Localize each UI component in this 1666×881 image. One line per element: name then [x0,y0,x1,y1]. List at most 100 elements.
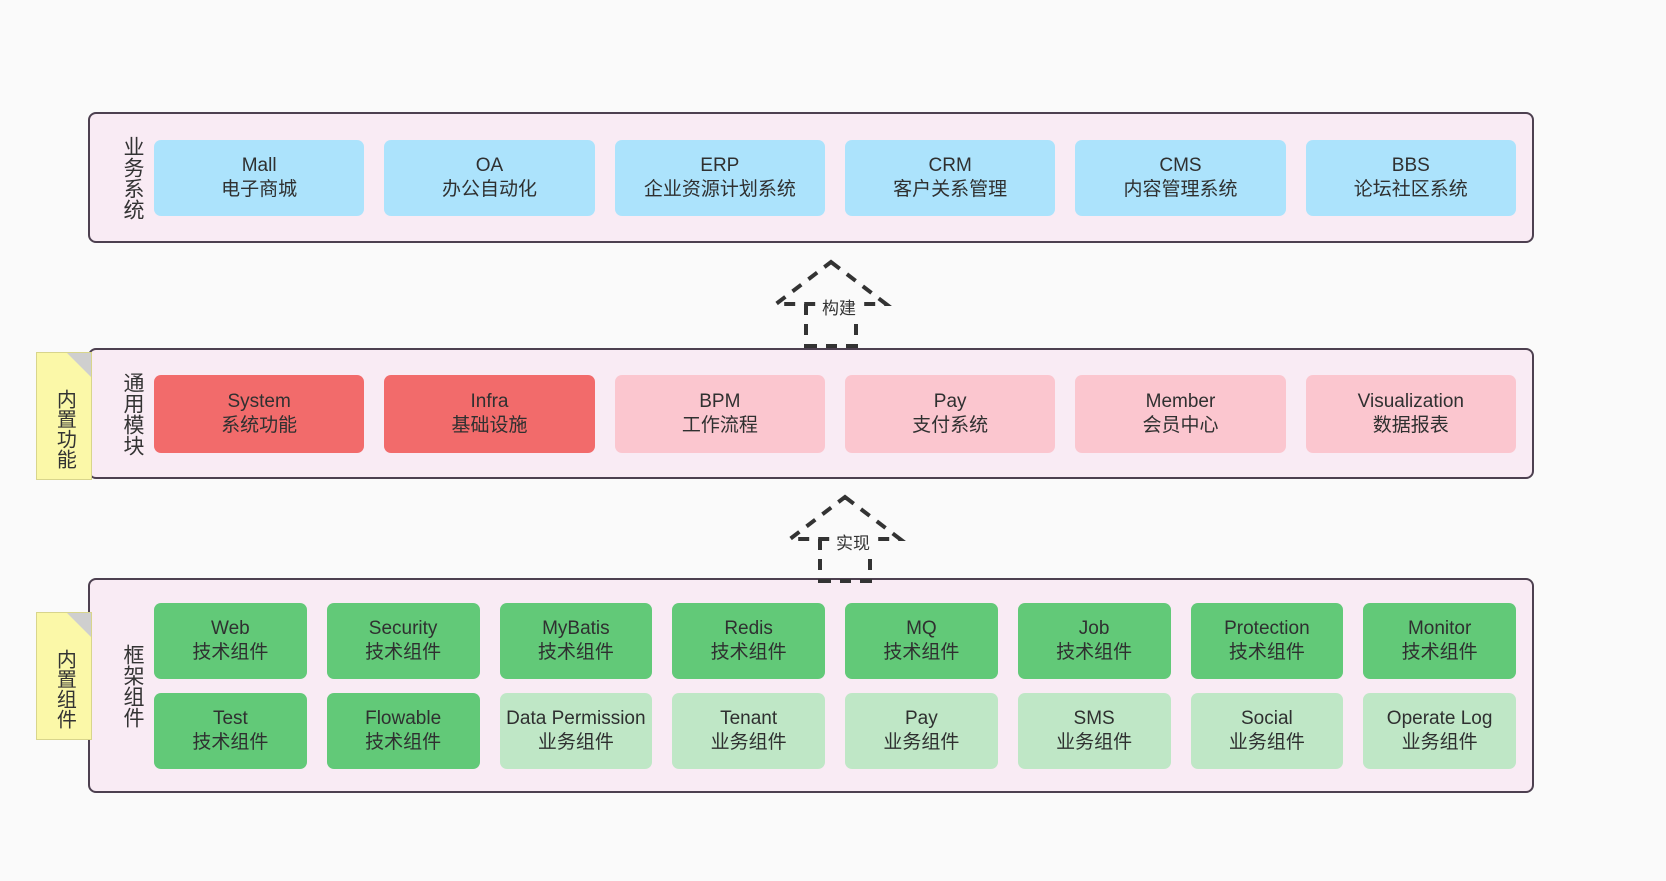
node-monitor-subtitle: 技术组件 [1401,641,1478,663]
node-member[interactable]: Member 会员中心 [1075,374,1286,453]
node-tenant-title: Tenant [720,708,778,730]
node-job-subtitle: 技术组件 [1056,641,1133,663]
layer-common-module-body: System 系统功能 Infra 基础设施 BPM 工作流程 Pay 支付系统… [150,374,1532,453]
node-flowable[interactable]: Flowable 技术组件 [326,692,480,769]
layer-framework-component-row-tech: Web 技术组件 Security 技术组件 MyBatis 技术组件 Redi… [154,602,1516,679]
node-oa[interactable]: OA 办公自动化 [384,139,595,216]
node-visualization[interactable]: Visualization 数据报表 [1305,374,1516,453]
layer-business-system-row: Mall 电子商城 OA 办公自动化 ERP 企业资源计划系统 CRM 客户关系… [154,139,1516,216]
node-tenant[interactable]: Tenant 业务组件 [672,692,825,769]
node-social-subtitle: 业务组件 [1228,731,1305,753]
node-test-subtitle: 技术组件 [192,731,269,753]
layer-common-module-label: 通用模块 [121,371,144,456]
layer-framework-component-row-business: Test 技术组件 Flowable 技术组件 Data Permission … [154,692,1516,769]
node-web[interactable]: Web 技术组件 [154,602,307,679]
node-mybatis-title: MyBatis [542,618,610,640]
node-test-title: Test [212,708,248,730]
node-flowable-title: Flowable [365,708,442,730]
note-fold-icon [67,353,91,377]
node-oa-subtitle: 办公自动化 [441,178,537,200]
node-mall[interactable]: Mall 电子商城 [154,139,365,216]
node-social[interactable]: Social 业务组件 [1190,692,1344,769]
node-security-subtitle: 技术组件 [365,641,442,663]
node-visualization-subtitle: 数据报表 [1372,414,1449,436]
node-bpm-title: BPM [699,391,741,413]
node-mybatis-subtitle: 技术组件 [537,641,614,663]
node-member-subtitle: 会员中心 [1142,414,1219,436]
node-job[interactable]: Job 技术组件 [1017,602,1171,679]
node-sms-subtitle: 业务组件 [1056,731,1133,753]
node-redis[interactable]: Redis 技术组件 [672,602,825,679]
note-builtin-component: 内置组件 [36,612,92,740]
node-sms-title: SMS [1073,708,1115,730]
node-pay-module-title: Pay [933,391,967,413]
node-mq-title: MQ [906,618,937,640]
node-flowable-subtitle: 技术组件 [365,731,442,753]
node-bpm[interactable]: BPM 工作流程 [614,374,825,453]
node-infra[interactable]: Infra 基础设施 [384,374,595,453]
node-erp-subtitle: 企业资源计划系统 [643,178,796,200]
node-social-title: Social [1241,708,1293,730]
node-protection-title: Protection [1224,618,1310,640]
node-job-title: Job [1078,618,1110,640]
node-cms-title: CMS [1159,155,1202,177]
node-oa-title: OA [475,155,504,177]
node-pay-component-subtitle: 业务组件 [883,731,960,753]
node-crm-title: CRM [928,155,972,177]
node-tenant-subtitle: 业务组件 [710,731,787,753]
node-sms[interactable]: SMS 业务组件 [1017,692,1171,769]
note-builtin-function-label: 内置功能 [53,389,76,469]
node-crm[interactable]: CRM 客户关系管理 [844,139,1056,216]
node-monitor-title: Monitor [1407,618,1472,640]
node-redis-subtitle: 技术组件 [710,641,787,663]
node-crm-subtitle: 客户关系管理 [893,178,1008,200]
node-security[interactable]: Security 技术组件 [326,602,480,679]
node-protection[interactable]: Protection 技术组件 [1190,602,1344,679]
node-mybatis[interactable]: MyBatis 技术组件 [499,602,653,679]
layer-business-system-label: 业务系统 [121,135,144,220]
node-test[interactable]: Test 技术组件 [154,692,307,769]
node-bpm-subtitle: 工作流程 [681,414,758,436]
node-pay-component[interactable]: Pay 业务组件 [845,692,998,769]
node-protection-subtitle: 技术组件 [1228,641,1305,663]
node-infra-title: Infra [470,391,509,413]
note-builtin-function: 内置功能 [36,352,92,480]
node-infra-subtitle: 基础设施 [451,414,528,436]
connector-implement-label: 实现 [834,529,872,554]
node-erp[interactable]: ERP 企业资源计划系统 [614,139,825,216]
node-bbs[interactable]: BBS 论坛社区系统 [1305,139,1516,216]
connector-implement: 实现 [770,493,920,583]
connector-build-label: 构建 [820,294,858,319]
note-fold-icon [67,613,91,637]
layer-common-module-row: System 系统功能 Infra 基础设施 BPM 工作流程 Pay 支付系统… [154,374,1516,453]
connector-build: 构建 [756,258,906,348]
node-system-subtitle: 系统功能 [221,414,298,436]
node-cms-subtitle: 内容管理系统 [1123,178,1238,200]
node-operate-log-subtitle: 业务组件 [1401,731,1478,753]
node-mall-subtitle: 电子商城 [221,178,298,200]
node-bbs-subtitle: 论坛社区系统 [1353,178,1468,200]
node-operate-log[interactable]: Operate Log 业务组件 [1363,692,1516,769]
layer-business-system-body: Mall 电子商城 OA 办公自动化 ERP 企业资源计划系统 CRM 客户关系… [150,139,1532,216]
node-data-permission[interactable]: Data Permission 业务组件 [499,692,653,769]
node-security-title: Security [368,618,438,640]
node-mq[interactable]: MQ 技术组件 [845,602,998,679]
layer-business-system: 业务系统 Mall 电子商城 OA 办公自动化 ERP 企业资源计划系统 CRM… [88,112,1534,243]
node-data-permission-subtitle: 业务组件 [537,731,614,753]
node-system[interactable]: System 系统功能 [154,374,365,453]
layer-common-module: 通用模块 System 系统功能 Infra 基础设施 BPM 工作流程 Pay… [88,348,1534,479]
node-pay-module-subtitle: 支付系统 [912,414,989,436]
node-pay-module[interactable]: Pay 支付系统 [844,374,1056,453]
node-visualization-title: Visualization [1357,391,1464,413]
node-cms[interactable]: CMS 内容管理系统 [1075,139,1286,216]
node-monitor[interactable]: Monitor 技术组件 [1363,602,1516,679]
node-mq-subtitle: 技术组件 [883,641,960,663]
node-redis-title: Redis [724,618,773,640]
node-pay-component-title: Pay [905,708,938,730]
note-builtin-component-label: 内置组件 [53,649,76,729]
node-system-title: System [227,391,291,413]
node-web-title: Web [211,618,250,640]
node-data-permission-title: Data Permission [506,708,646,730]
node-bbs-title: BBS [1391,155,1430,177]
